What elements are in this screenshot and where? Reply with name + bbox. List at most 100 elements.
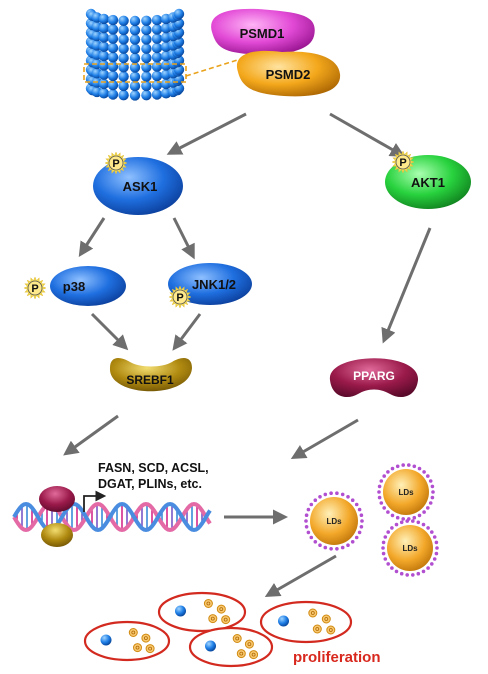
ld-surface-dot <box>407 463 411 467</box>
ld-surface-dot <box>350 540 355 544</box>
ld-surface-dot <box>357 507 362 512</box>
ld-surface-dot <box>360 519 364 523</box>
ld-surface-dot <box>390 566 394 570</box>
ld-surface-dot <box>318 495 322 499</box>
ld-surface-dot <box>412 464 417 469</box>
proteasome-bead <box>141 90 152 101</box>
ld-surface-dot <box>401 517 406 521</box>
proteasome <box>85 8 185 101</box>
ld-surface-dot <box>383 557 388 561</box>
ld-surface-dot <box>382 474 387 478</box>
ld-surface-dot <box>428 479 433 483</box>
cell-lipid-core <box>235 636 240 641</box>
arrow-ask1-to-jnk <box>172 217 195 260</box>
cell-lipid-core <box>135 645 140 650</box>
ld-surface-dot <box>422 510 426 514</box>
phospho-label: P <box>112 158 119 170</box>
ld-surface-dot <box>335 547 339 551</box>
ld-surface-dot <box>357 530 362 535</box>
cell-lipid-core <box>210 616 215 621</box>
ld-surface-dot <box>309 535 314 540</box>
proteasome-bead <box>151 24 163 35</box>
ld-surface-dot <box>350 498 355 503</box>
ld-surface-dot <box>426 474 430 478</box>
ld-surface-dot <box>359 525 364 529</box>
cell-lipid-droplet <box>145 644 155 654</box>
lipid-droplet: LDs <box>377 463 435 521</box>
ld-surface-dot <box>335 491 339 496</box>
p38-node: p38 <box>50 266 126 306</box>
ld-surface-dot <box>426 526 430 530</box>
ld-surface-dot <box>399 571 404 576</box>
cell-lipid-core <box>131 630 136 635</box>
proteasome-bead <box>98 50 110 62</box>
ld-core <box>383 469 429 515</box>
jnk-label: JNK1/2 <box>192 277 236 292</box>
phospho-circle <box>395 154 411 170</box>
phospho-label: P <box>31 283 38 295</box>
proteasome-bead <box>151 61 163 72</box>
proteasome-bead <box>141 52 152 64</box>
ld-surface-dot <box>395 464 400 469</box>
arrow-jnk-to-srebf1 <box>172 313 202 351</box>
cell-nucleus <box>175 605 186 617</box>
arrow-psmd2-to-akt1 <box>329 112 406 157</box>
ld-surface-dot <box>354 535 359 540</box>
proteasome-bead <box>107 24 119 35</box>
proteasome-bead <box>129 71 141 83</box>
proteasome-bead <box>118 15 129 26</box>
ask1-node: ASK1 <box>93 157 183 215</box>
cell-lipid-droplet <box>326 625 336 635</box>
ld-surface-dot <box>386 562 391 566</box>
proliferation-label: proliferation <box>293 649 381 666</box>
proteasome-bead <box>151 33 163 44</box>
arrow-srebf1-to-dna <box>63 414 119 456</box>
proteasome-bead <box>151 52 163 63</box>
ld-label: LDs <box>402 544 418 553</box>
proteasome-bead <box>151 14 163 26</box>
dna-bound-complex <box>39 486 75 547</box>
proteasome-bead <box>141 80 152 92</box>
ld-surface-dot <box>390 513 395 518</box>
cell-lipid-core <box>328 628 333 632</box>
proteasome-bead <box>129 90 141 101</box>
ld-surface-dot <box>399 520 404 525</box>
proteasome-bead <box>107 42 119 54</box>
psmd2-label: PSMD2 <box>266 67 311 82</box>
proteasome-bead <box>129 62 141 73</box>
ld-surface-dot <box>386 510 390 514</box>
ld-surface-dot <box>306 507 311 512</box>
proteasome-bead <box>129 15 141 27</box>
cell-nucleus <box>100 634 112 646</box>
proteasome-bead <box>98 88 110 99</box>
ld-surface-dot <box>386 530 391 534</box>
pparg-node: PPARG <box>329 358 419 398</box>
ld-surface-dot <box>304 519 308 523</box>
proteasome-bead <box>151 42 163 54</box>
cell-lipid-droplet <box>141 633 151 643</box>
arrow-p38-to-srebf1 <box>90 312 129 351</box>
proteasome-bead <box>107 14 119 26</box>
proteasome-bead <box>173 8 185 20</box>
ld-surface-dot <box>383 535 388 539</box>
ld-surface-dot <box>381 551 386 556</box>
cell-lipid-core <box>315 627 320 631</box>
ld-surface-dot <box>434 540 439 545</box>
ask1-phospho-badge: P <box>104 151 128 175</box>
cell-lipid-core <box>219 607 224 611</box>
proteasome-bead <box>98 23 110 34</box>
cell-membrane <box>157 591 247 633</box>
ld-surface-dot <box>401 463 406 467</box>
lipid-droplet: LDs <box>381 519 439 577</box>
proliferating-cell <box>83 620 171 662</box>
ld-surface-dot <box>421 522 426 527</box>
cell-membrane <box>83 620 171 662</box>
ld-surface-dot <box>377 484 382 489</box>
proteasome-bead <box>107 70 119 82</box>
cell-lipid-core <box>251 652 256 657</box>
cell-lipid-droplet <box>249 650 259 660</box>
cell-lipid-droplet <box>236 649 246 659</box>
phospho-label: P <box>176 292 183 304</box>
proteasome-bead <box>98 78 110 90</box>
cell-membrane <box>188 626 274 668</box>
